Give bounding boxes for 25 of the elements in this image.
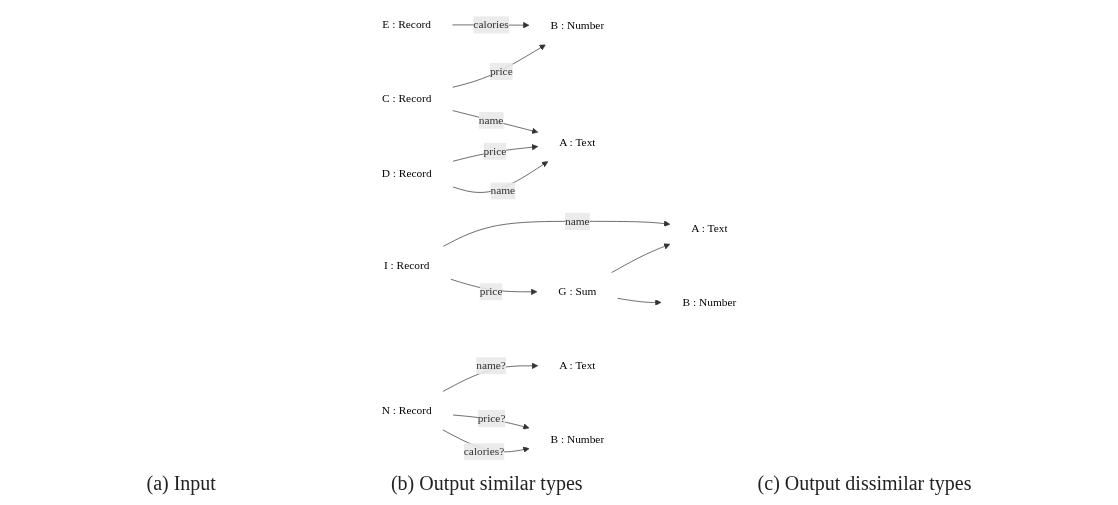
edge-label: name [565,214,590,228]
edge-label: name [490,184,516,197]
node-text: G : Sum [558,285,597,298]
edge-label: price? [477,412,506,425]
node-text: N : Record [381,404,432,417]
node-text: C : Record [382,92,432,105]
edge-label: name [478,113,504,126]
node-text: B : Number [682,296,737,309]
node-text: I : Record [383,259,430,272]
edge-label: calories? [463,445,505,458]
edge-label: price [489,65,513,78]
node-text: B : Number [550,19,605,32]
edge-label: price [483,144,507,157]
node-text: E : Record [382,18,432,31]
panel-caption: (b) Output similar types [390,472,583,495]
node-text: D : Record [381,166,432,179]
panel-caption: (a) Input [146,472,216,495]
edge-label: calories [473,18,509,31]
edge-label: price [479,285,503,298]
node-text: A : Text [559,135,596,149]
panel-caption: (c) Output dissimilar types [757,472,972,495]
edge-label: name? [476,359,506,372]
node-text: A : Text [559,359,596,372]
node-text: A : Text [691,222,728,235]
node-text: B : Number [550,433,605,446]
